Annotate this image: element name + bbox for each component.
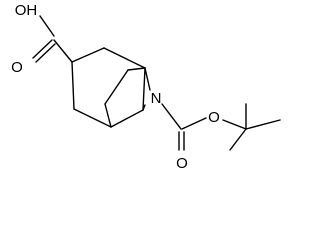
carbonyl-oxygen-top-label: O [11, 59, 23, 76]
bond-acid-c-double-o-a [32, 39, 53, 59]
bond-oh-c [39, 15, 55, 37]
bond-ester-o-tertiary-c [222, 119, 247, 130]
bond-ring-4 [110, 109, 144, 128]
bond-tbutyl-down [229, 128, 247, 151]
bond-bridge-1 [104, 103, 112, 128]
ring-nitrogen-label: N [151, 90, 162, 107]
carbonyl-oxygen-bottom-label: O [176, 155, 188, 172]
bond-ring-5 [73, 108, 112, 128]
bond-carbonyl-ester-o [181, 117, 207, 130]
bond-ring-2 [103, 47, 146, 69]
bond-bridge-2 [104, 69, 129, 105]
bond-bridge-3 [127, 67, 146, 71]
bond-tbutyl-right [245, 119, 281, 130]
bond-acid-c-ring [53, 39, 73, 63]
bond-n-bottom [142, 104, 146, 111]
chemical-structure: OH O N O O [11, 2, 281, 172]
bond-ring-1 [71, 47, 105, 63]
bond-n-carbonyl [161, 103, 182, 130]
ester-oxygen-label: O [208, 109, 220, 126]
structure-canvas: OH O N O O [11, 2, 281, 172]
hydroxyl-label: OH [15, 2, 38, 19]
bond-n-top [144, 67, 151, 91]
bond-acid-c-double-o-b [35, 43, 56, 63]
bond-ring-6 [71, 61, 75, 110]
bond-ring-3 [142, 67, 146, 111]
